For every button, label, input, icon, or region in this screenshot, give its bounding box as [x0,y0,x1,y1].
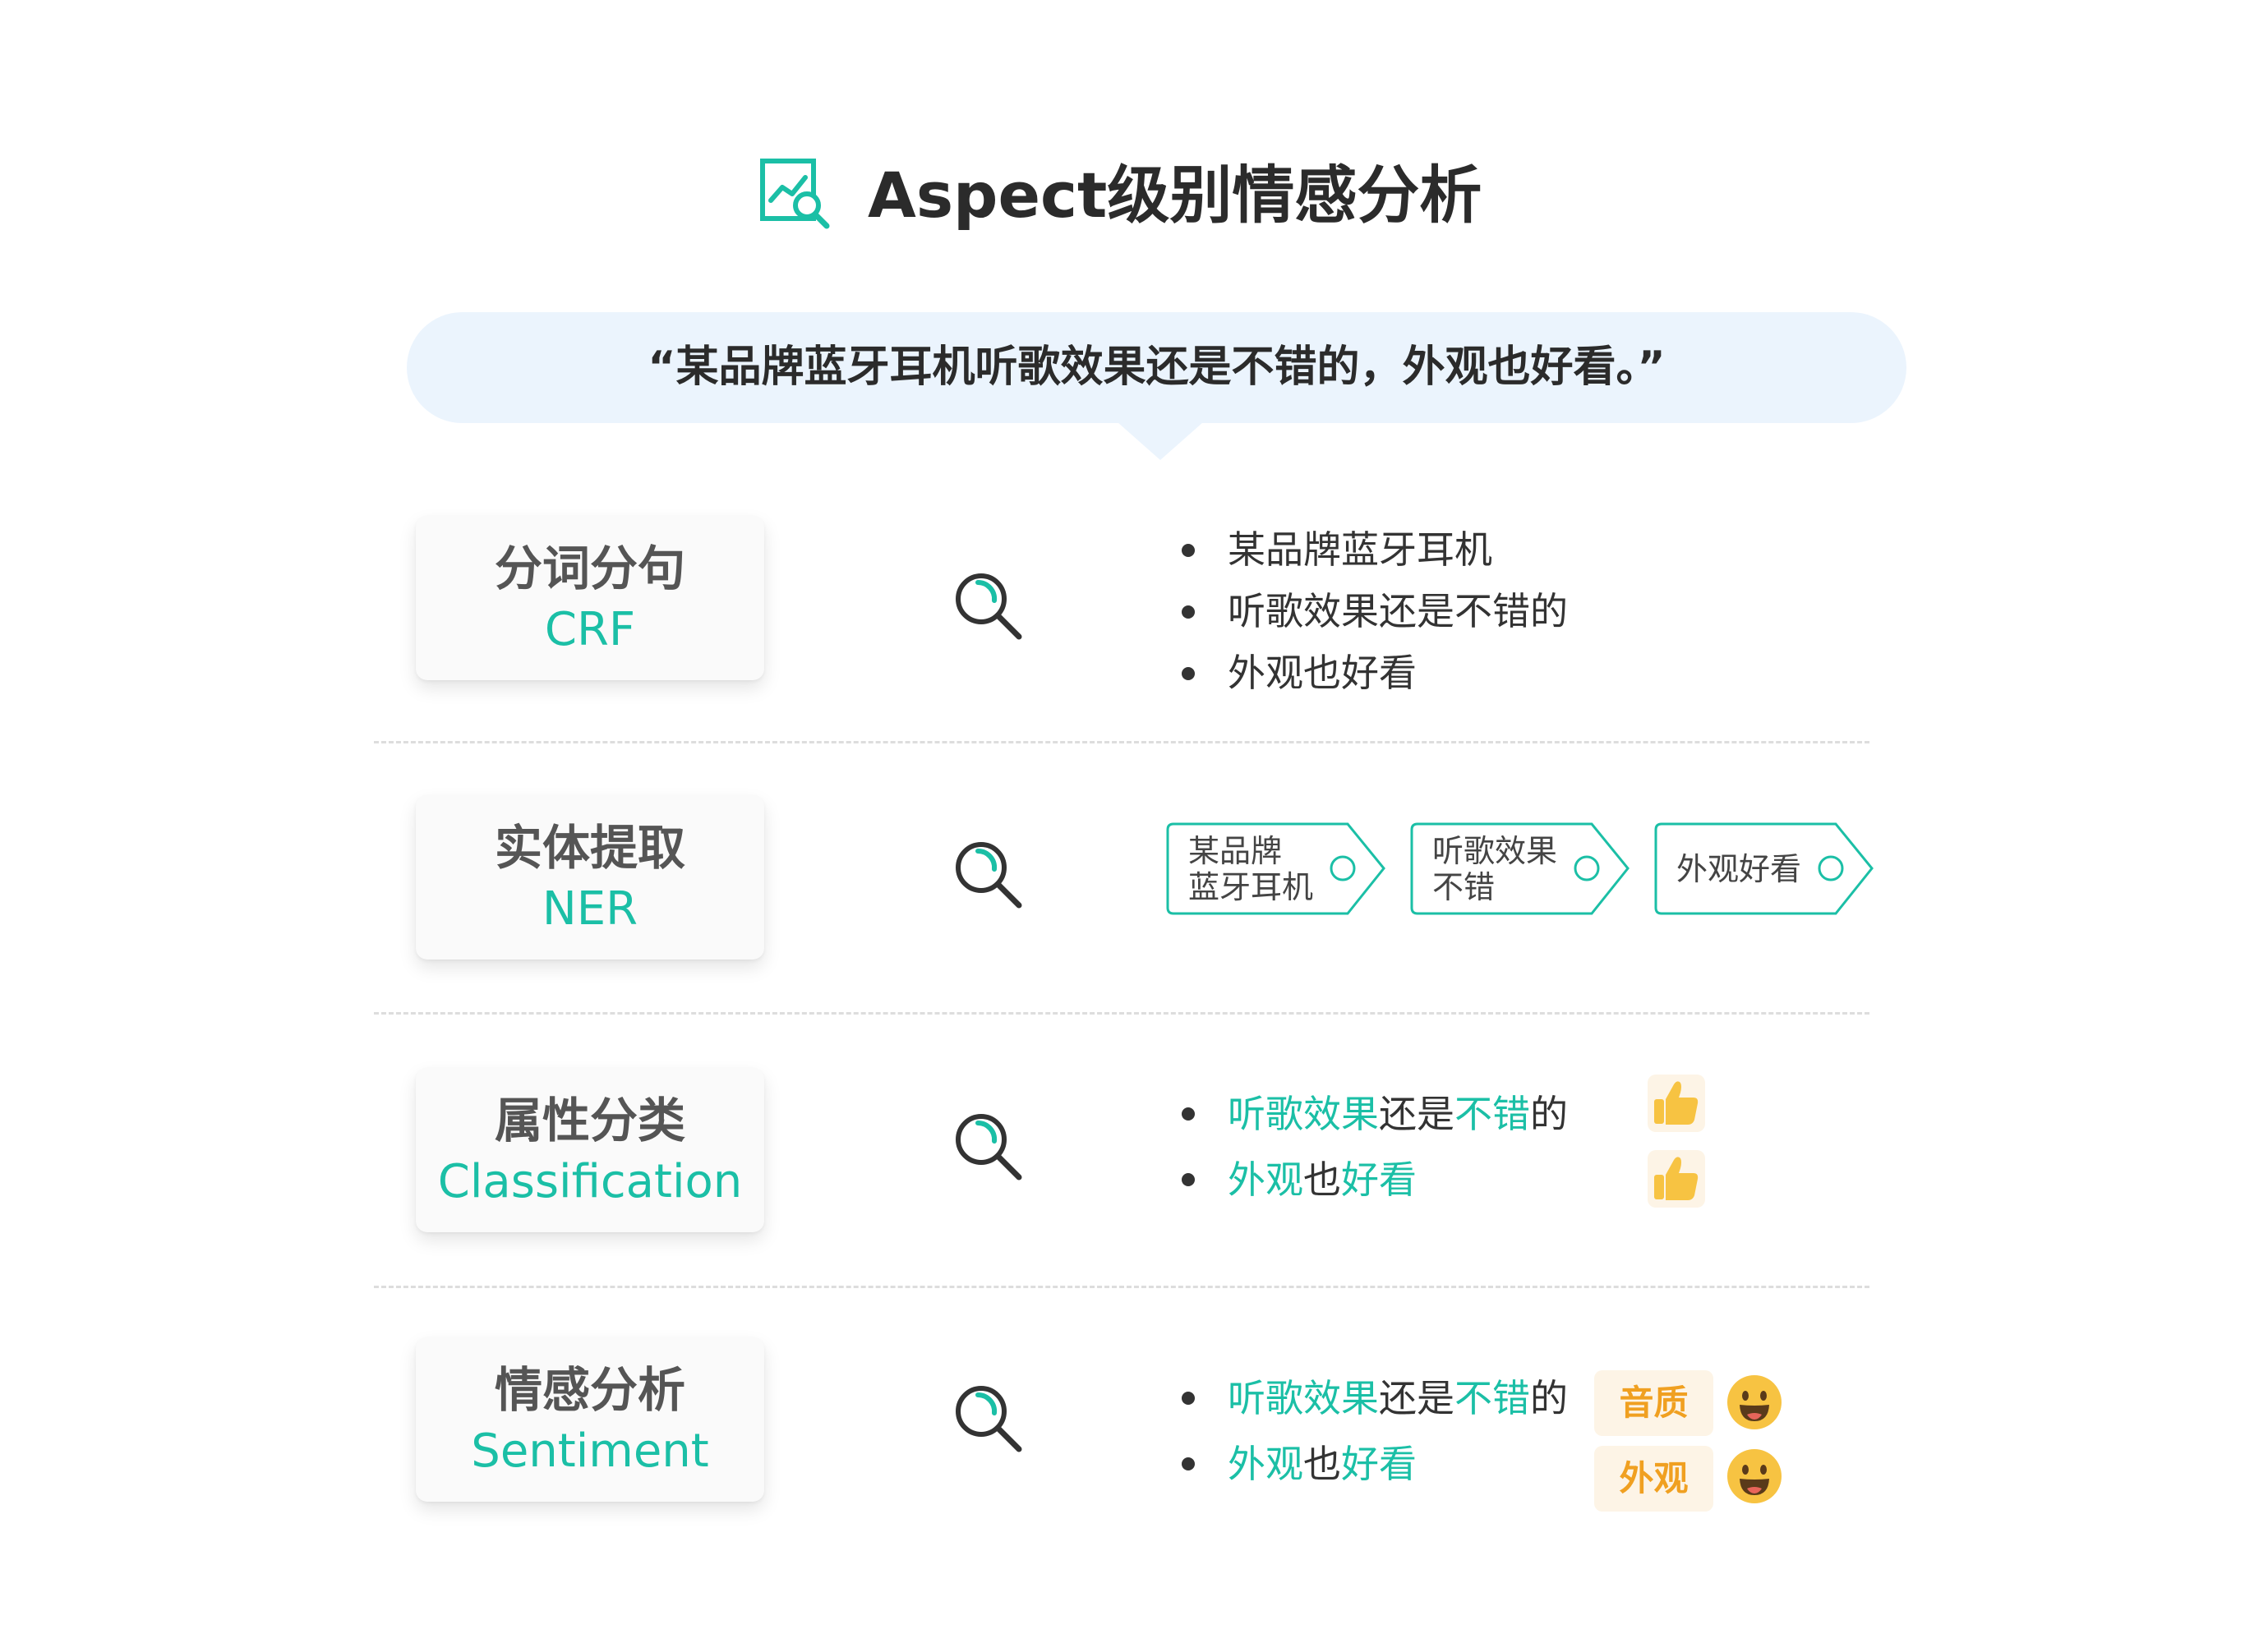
tag-label: 外观好看 [1676,822,1824,916]
tag-line: 蓝牙耳机 [1188,868,1314,905]
tag-shape [1166,822,1385,915]
aspect-text: 外观 [1228,1157,1303,1202]
list-item: 外观也好看 [1182,642,1568,704]
sentence-bubble: “某品牌蓝牙耳机听歌效果还是不错的，外观也好看。” [407,312,1906,423]
tag-line: 不错 [1432,868,1496,905]
step-title-en: Classification [437,1155,743,1208]
magnifier-icon [956,573,1022,640]
magnifier-icon [956,1114,1022,1180]
list-item: 外观也好看 [1182,1431,1568,1497]
tag-label: 某品牌 蓝牙耳机 [1188,822,1336,916]
aspect-text: 听歌效果 [1228,1092,1379,1136]
smiley-icon [1727,1375,1782,1429]
step-title-cn: 属性分类 [494,1093,685,1148]
list-item: 听歌效果还是不错的 [1182,1081,1568,1147]
tag-line: 听歌效果 [1432,832,1558,869]
thumbs-up-icon [1648,1075,1705,1132]
classification-list: 听歌效果还是不错的 外观也好看 [1182,1081,1568,1213]
magnifier-icon [956,1386,1022,1452]
step-card-classification: 属性分类 Classification [416,1068,764,1232]
plain-text: 也 [1303,1442,1341,1486]
opinion-text: 不错 [1454,1092,1530,1136]
tag-line: 某品牌 [1188,832,1283,869]
tag-line: 外观好看 [1676,850,1802,887]
magnifier-icon [956,842,1022,909]
entity-tag: 听歌效果 不错 [1409,822,1631,916]
step-title-cn: 情感分析 [494,1362,685,1418]
segment-list: 某品牌蓝牙耳机 听歌效果还是不错的 外观也好看 [1182,519,1568,704]
opinion-text: 好看 [1341,1157,1417,1202]
thumbs-up-icon [1648,1150,1705,1208]
tag-label: 听歌效果 不错 [1432,822,1580,916]
divider [374,741,1869,743]
step-title-en: NER [542,882,638,936]
entity-tag: 外观好看 [1653,822,1875,916]
step-card-sentiment: 情感分析 Sentiment [416,1337,764,1502]
smiley-icon [1727,1449,1782,1503]
step-card-crf: 分词分句 CRF [416,516,764,680]
plain-text: 的 [1530,1092,1568,1136]
aspect-badge: 音质 [1594,1370,1713,1436]
list-item: 外观也好看 [1182,1147,1568,1213]
divider [374,1012,1869,1015]
entity-tag: 某品牌 蓝牙耳机 [1165,822,1387,916]
aspect-badge: 外观 [1594,1446,1713,1512]
tag-shape [1654,822,1874,915]
plain-text: 还是 [1379,1092,1454,1136]
opinion-text: 好看 [1341,1442,1417,1486]
title-row: Aspect级别情感分析 [0,146,2268,245]
sentence-text: “某品牌蓝牙耳机听歌效果还是不错的，外观也好看。” [648,343,1666,392]
step-title-en: Sentiment [471,1424,709,1478]
step-title-en: CRF [544,603,636,656]
sentiment-list: 听歌效果还是不错的 外观也好看 [1182,1365,1568,1497]
list-item: 某品牌蓝牙耳机 [1182,519,1568,581]
aspect-text: 外观 [1228,1442,1303,1486]
step-title-cn: 分词分句 [494,541,685,596]
step-title-cn: 实体提取 [494,820,685,876]
opinion-text: 不错 [1454,1376,1530,1420]
chart-search-icon [760,159,830,229]
step-card-ner: 实体提取 NER [416,795,764,960]
list-item: 听歌效果还是不错的 [1182,581,1568,642]
plain-text: 还是 [1379,1376,1454,1420]
plain-text: 的 [1530,1376,1568,1420]
aspect-text: 听歌效果 [1228,1376,1379,1420]
tag-shape [1410,822,1630,915]
bubble-tail [1118,422,1203,460]
page-title: Aspect级别情感分析 [868,159,1482,232]
plain-text: 也 [1303,1157,1341,1202]
list-item: 听歌效果还是不错的 [1182,1365,1568,1431]
divider [374,1286,1869,1288]
